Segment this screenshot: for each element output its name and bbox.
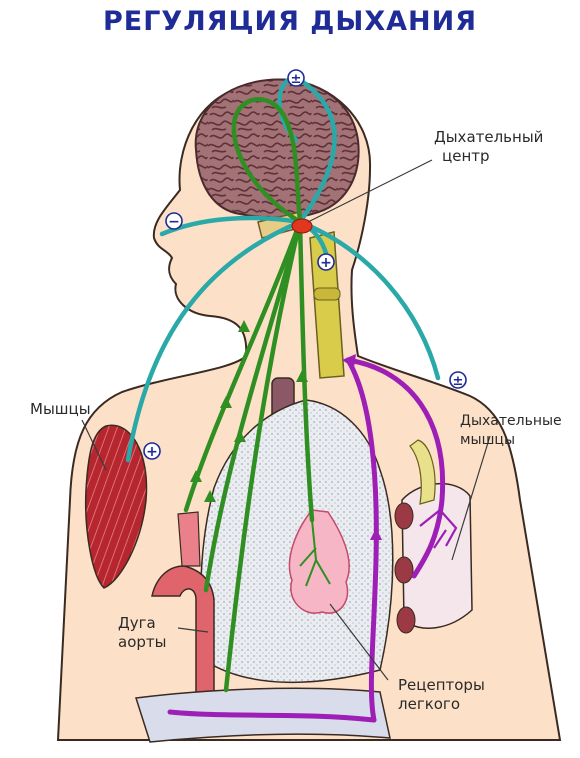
label-aortic-arch-line2: аорты	[118, 633, 166, 652]
label-aortic-arch-line1: Дуга	[118, 614, 166, 633]
sign-plus-minus-shoulder: ±	[450, 372, 466, 389]
svg-text:+: +	[320, 255, 332, 271]
svg-text:+: +	[146, 444, 158, 460]
svg-text:−: −	[168, 214, 180, 230]
label-aortic-arch: Дуга аорты	[118, 614, 166, 652]
sign-plus-neck: +	[318, 254, 334, 271]
intercostal-muscle-panel	[402, 484, 472, 629]
sign-plus-minus-top: ±	[288, 70, 304, 87]
sign-minus-nose: −	[166, 213, 182, 230]
label-lung-receptors-line2: легкого	[398, 695, 485, 714]
label-muscles: Мышцы	[30, 400, 91, 419]
label-lung-receptors: Рецепторы легкого	[398, 676, 485, 714]
label-respiratory-muscles-line1: Дыхательные	[460, 412, 562, 431]
svg-text:±: ±	[453, 374, 464, 389]
label-respiratory-center-line2: центр	[434, 147, 543, 166]
trachea-ring	[314, 288, 340, 300]
label-respiratory-center-line1: Дыхательный	[434, 128, 543, 147]
label-respiratory-center: Дыхательный центр	[434, 128, 543, 166]
label-lung-receptors-line1: Рецепторы	[398, 676, 485, 695]
label-respiratory-muscles-line2: мышцы	[460, 431, 562, 450]
sign-plus-arm: +	[144, 443, 160, 460]
aorta-ascending	[178, 512, 200, 566]
svg-text:±: ±	[291, 72, 302, 87]
label-respiratory-muscles: Дыхательные мышцы	[460, 412, 562, 450]
rib-section	[395, 557, 413, 583]
rib-section	[397, 607, 415, 633]
rib-section	[395, 503, 413, 529]
